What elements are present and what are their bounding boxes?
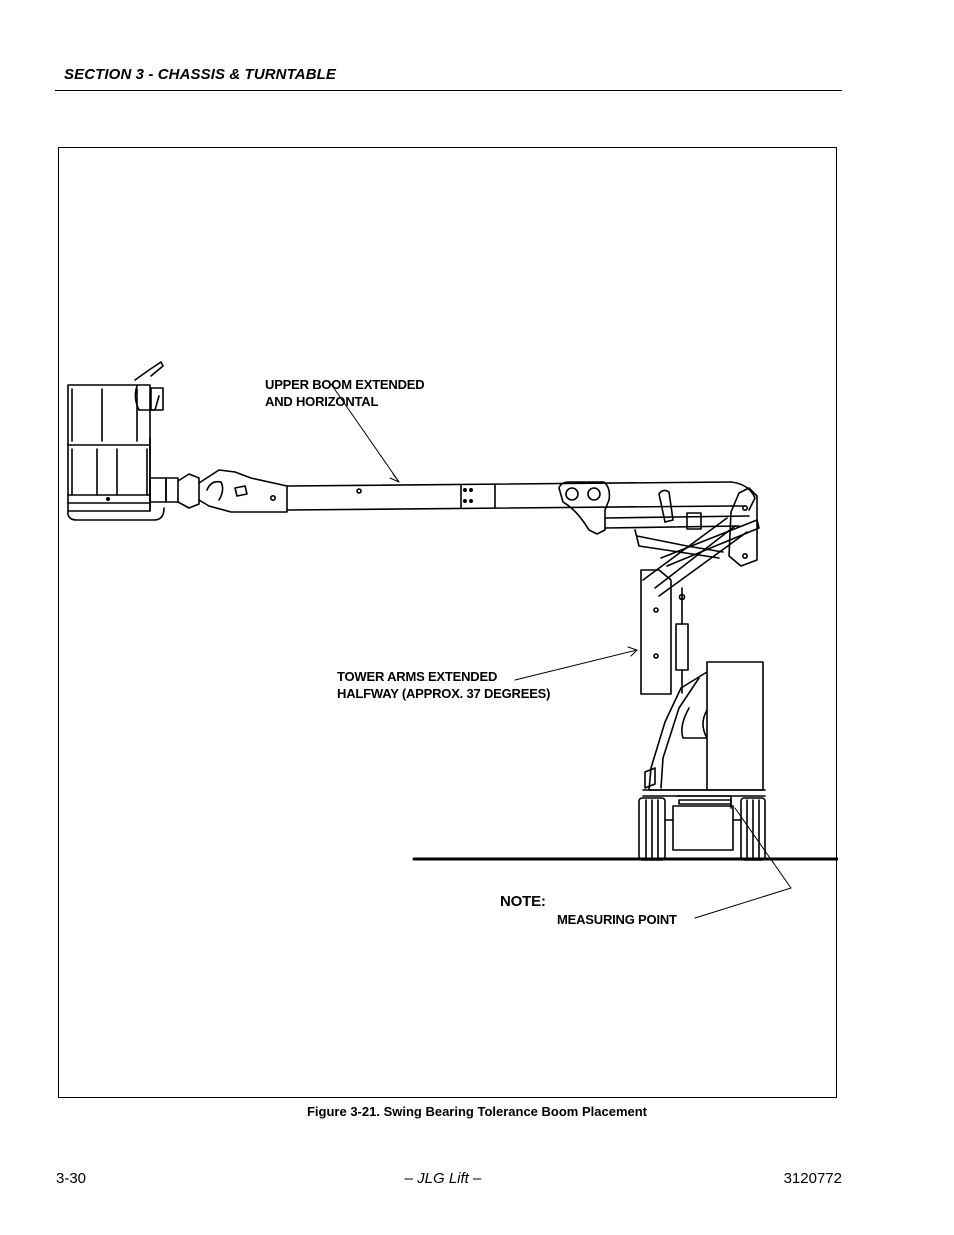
upper-boom	[286, 481, 756, 535]
callout-tower-arms-line-1: TOWER ARMS EXTENDED	[337, 669, 498, 684]
jib-rotator	[165, 469, 288, 513]
document-number: 3120772	[783, 1170, 842, 1187]
callout-upper-boom-line-1: UPPER BOOM EXTENDED	[265, 377, 425, 392]
header-rule	[55, 90, 842, 91]
chassis	[638, 795, 766, 861]
callout-upper-boom: UPPER BOOM EXTENDED AND HORIZONTAL	[265, 376, 425, 410]
callout-tower-arms-line-2: HALFWAY (APPROX. 37 DEGREES)	[337, 686, 551, 701]
section-header: SECTION 3 - CHASSIS & TURNTABLE	[64, 66, 337, 83]
callout-tower-arms: TOWER ARMS EXTENDED HALFWAY (APPROX. 37 …	[337, 668, 550, 702]
leader-lines	[330, 383, 792, 919]
tower-post	[640, 569, 689, 695]
aerial-lift-illustration-icon	[67, 361, 838, 919]
callout-measuring-point: MEASURING POINT	[557, 912, 677, 927]
page-number: 3-30	[56, 1170, 87, 1187]
turntable	[642, 661, 766, 797]
platform-basket	[67, 361, 167, 521]
note-title: NOTE:	[500, 893, 546, 910]
figure-caption: Figure 3-21. Swing Bearing Tolerance Boo…	[306, 1104, 647, 1119]
tower-links	[604, 487, 760, 597]
figure-frame: UPPER BOOM EXTENDED AND HORIZONTAL TOWER…	[58, 147, 838, 1098]
callout-upper-boom-line-2: AND HORIZONTAL	[265, 394, 379, 409]
footer-brand: – JLG Lift –	[404, 1170, 482, 1187]
